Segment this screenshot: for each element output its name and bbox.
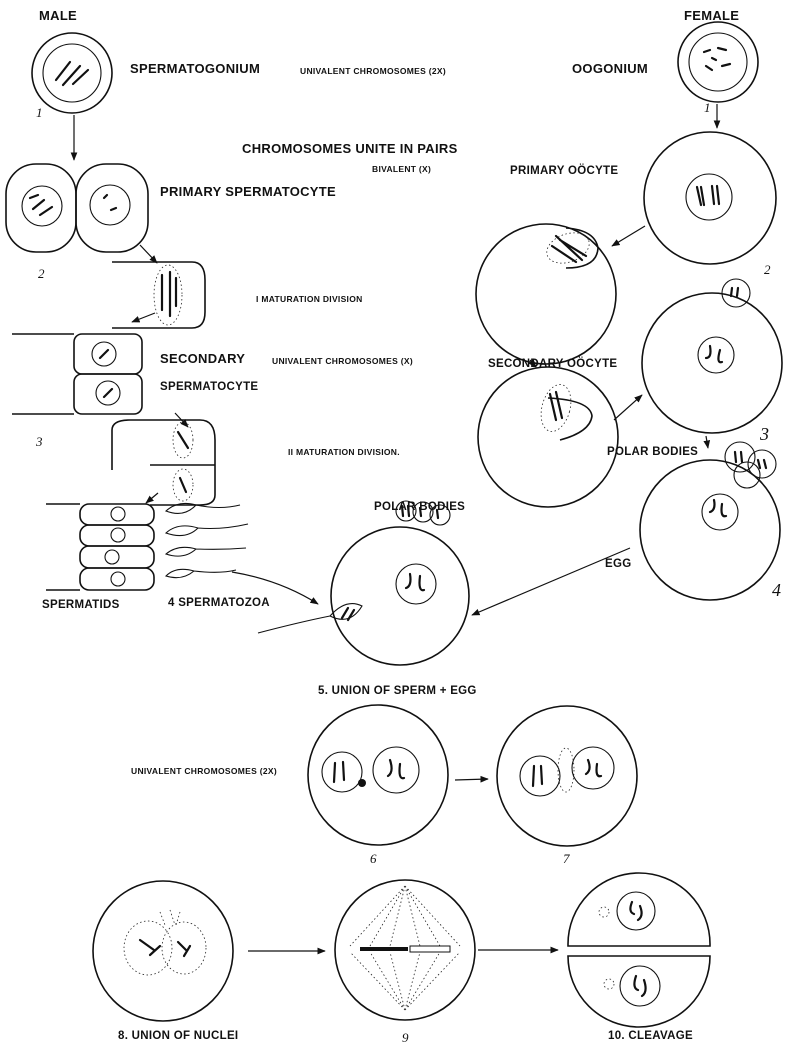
stage-6-cell xyxy=(307,704,449,846)
label-maturation-2: II MATURATION DIVISION. xyxy=(288,447,400,457)
stage-number-2-male: 2 xyxy=(38,266,45,281)
maturation-division-1-cell xyxy=(112,261,206,329)
arrow-6-to-7 xyxy=(454,775,489,783)
label-spermatids: SPERMATIDS xyxy=(42,599,120,611)
oogonium-cell xyxy=(677,21,759,103)
label-oogonium: OOGONIUM xyxy=(572,61,649,76)
stage-7-cell xyxy=(496,705,638,847)
maturation-division-2-cells xyxy=(111,419,216,506)
label-union-sperm-egg: 5. UNION OF SPERM + EGG xyxy=(318,685,477,697)
spermatids-cells xyxy=(46,503,155,591)
label-secondary: SECONDARY xyxy=(160,351,246,366)
stage-9-cell xyxy=(334,879,476,1021)
arrow-primary-oocyte-to-division-1 xyxy=(611,225,646,247)
arrow-egg-to-union xyxy=(471,547,631,616)
label-univalent-x: UNIVALENT CHROMOSOMES (X) xyxy=(272,356,413,366)
label-maturation-1: I MATURATION DIVISION xyxy=(256,294,363,304)
oocyte-cell-3 xyxy=(641,278,783,434)
label-univalent-2x-bottom: UNIVALENT CHROMOSOMES (2X) xyxy=(131,766,278,776)
stage-number-1-male: 1 xyxy=(36,105,43,120)
arrow-secondary-oocyte-to-cell-3 xyxy=(613,394,643,421)
arrow-to-division-1 xyxy=(139,244,158,264)
stage-8-cell xyxy=(92,880,234,1022)
secondary-spermatocyte-cells xyxy=(12,333,143,415)
stage-number-9: 9 xyxy=(402,1030,409,1045)
stage-number-3-female: 3 xyxy=(760,424,770,444)
label-cleavage: 10. CLEAVAGE xyxy=(608,1030,693,1042)
arrow-sperm-to-egg xyxy=(231,571,319,605)
stage-number-6: 6 xyxy=(370,851,377,866)
spermatogonium-cell xyxy=(31,32,113,114)
secondary-oocyte-cell xyxy=(477,366,619,508)
arrow-division-1-to-secondary xyxy=(131,312,156,323)
primary-oocyte-cell xyxy=(643,131,777,265)
oocyte-division-1-cell xyxy=(475,223,617,365)
label-primary-spermatocyte: PRIMARY SPERMATOCYTE xyxy=(160,184,336,199)
stage-number-3-male: 3 xyxy=(36,434,43,449)
label-bivalent: BIVALENT (X) xyxy=(372,164,432,174)
label-male: MALE xyxy=(39,8,78,23)
union-sperm-egg-cell xyxy=(257,500,470,666)
label-spermatogonium: SPERMATOGONIUM xyxy=(130,61,261,76)
label-union-nuclei: 8. UNION OF NUCLEI xyxy=(118,1030,239,1042)
stage-number-2-female: 2 xyxy=(764,262,771,277)
stage-number-4-female: 4 xyxy=(772,580,782,600)
label-primary-oocyte: PRIMARY OÖCYTE xyxy=(510,165,619,177)
arrow-to-spermatids xyxy=(145,492,159,504)
stage-number-1-female: 1 xyxy=(704,100,711,115)
label-univalent-2x-top: UNIVALENT CHROMOSOMES (2X) xyxy=(300,66,447,76)
label-chromosomes-unite: CHROMOSOMES UNITE IN PAIRS xyxy=(242,141,458,156)
arrow-to-secondary-oocyte xyxy=(528,359,537,368)
arrow-cell-3-down xyxy=(703,435,711,449)
polar-bodies-right xyxy=(724,441,777,489)
stage-10-cleavage xyxy=(567,872,711,1028)
label-spermatozoa: 4 SPERMATOZOA xyxy=(168,597,270,609)
primary-spermatocyte-cells xyxy=(5,163,149,253)
stage-number-7: 7 xyxy=(563,851,570,866)
label-polar-bodies-mid: POLAR BODIES xyxy=(374,501,466,513)
spermatozoa-group xyxy=(164,502,249,579)
label-spermatocyte: SPERMATOCYTE xyxy=(160,381,259,393)
label-egg: EGG xyxy=(605,558,632,570)
egg-cell-4 xyxy=(639,459,781,601)
label-female: FEMALE xyxy=(684,8,740,23)
label-secondary-oocyte: SECONDARY OÖCYTE xyxy=(488,358,618,370)
label-polar-bodies-right: POLAR BODIES xyxy=(607,446,699,458)
